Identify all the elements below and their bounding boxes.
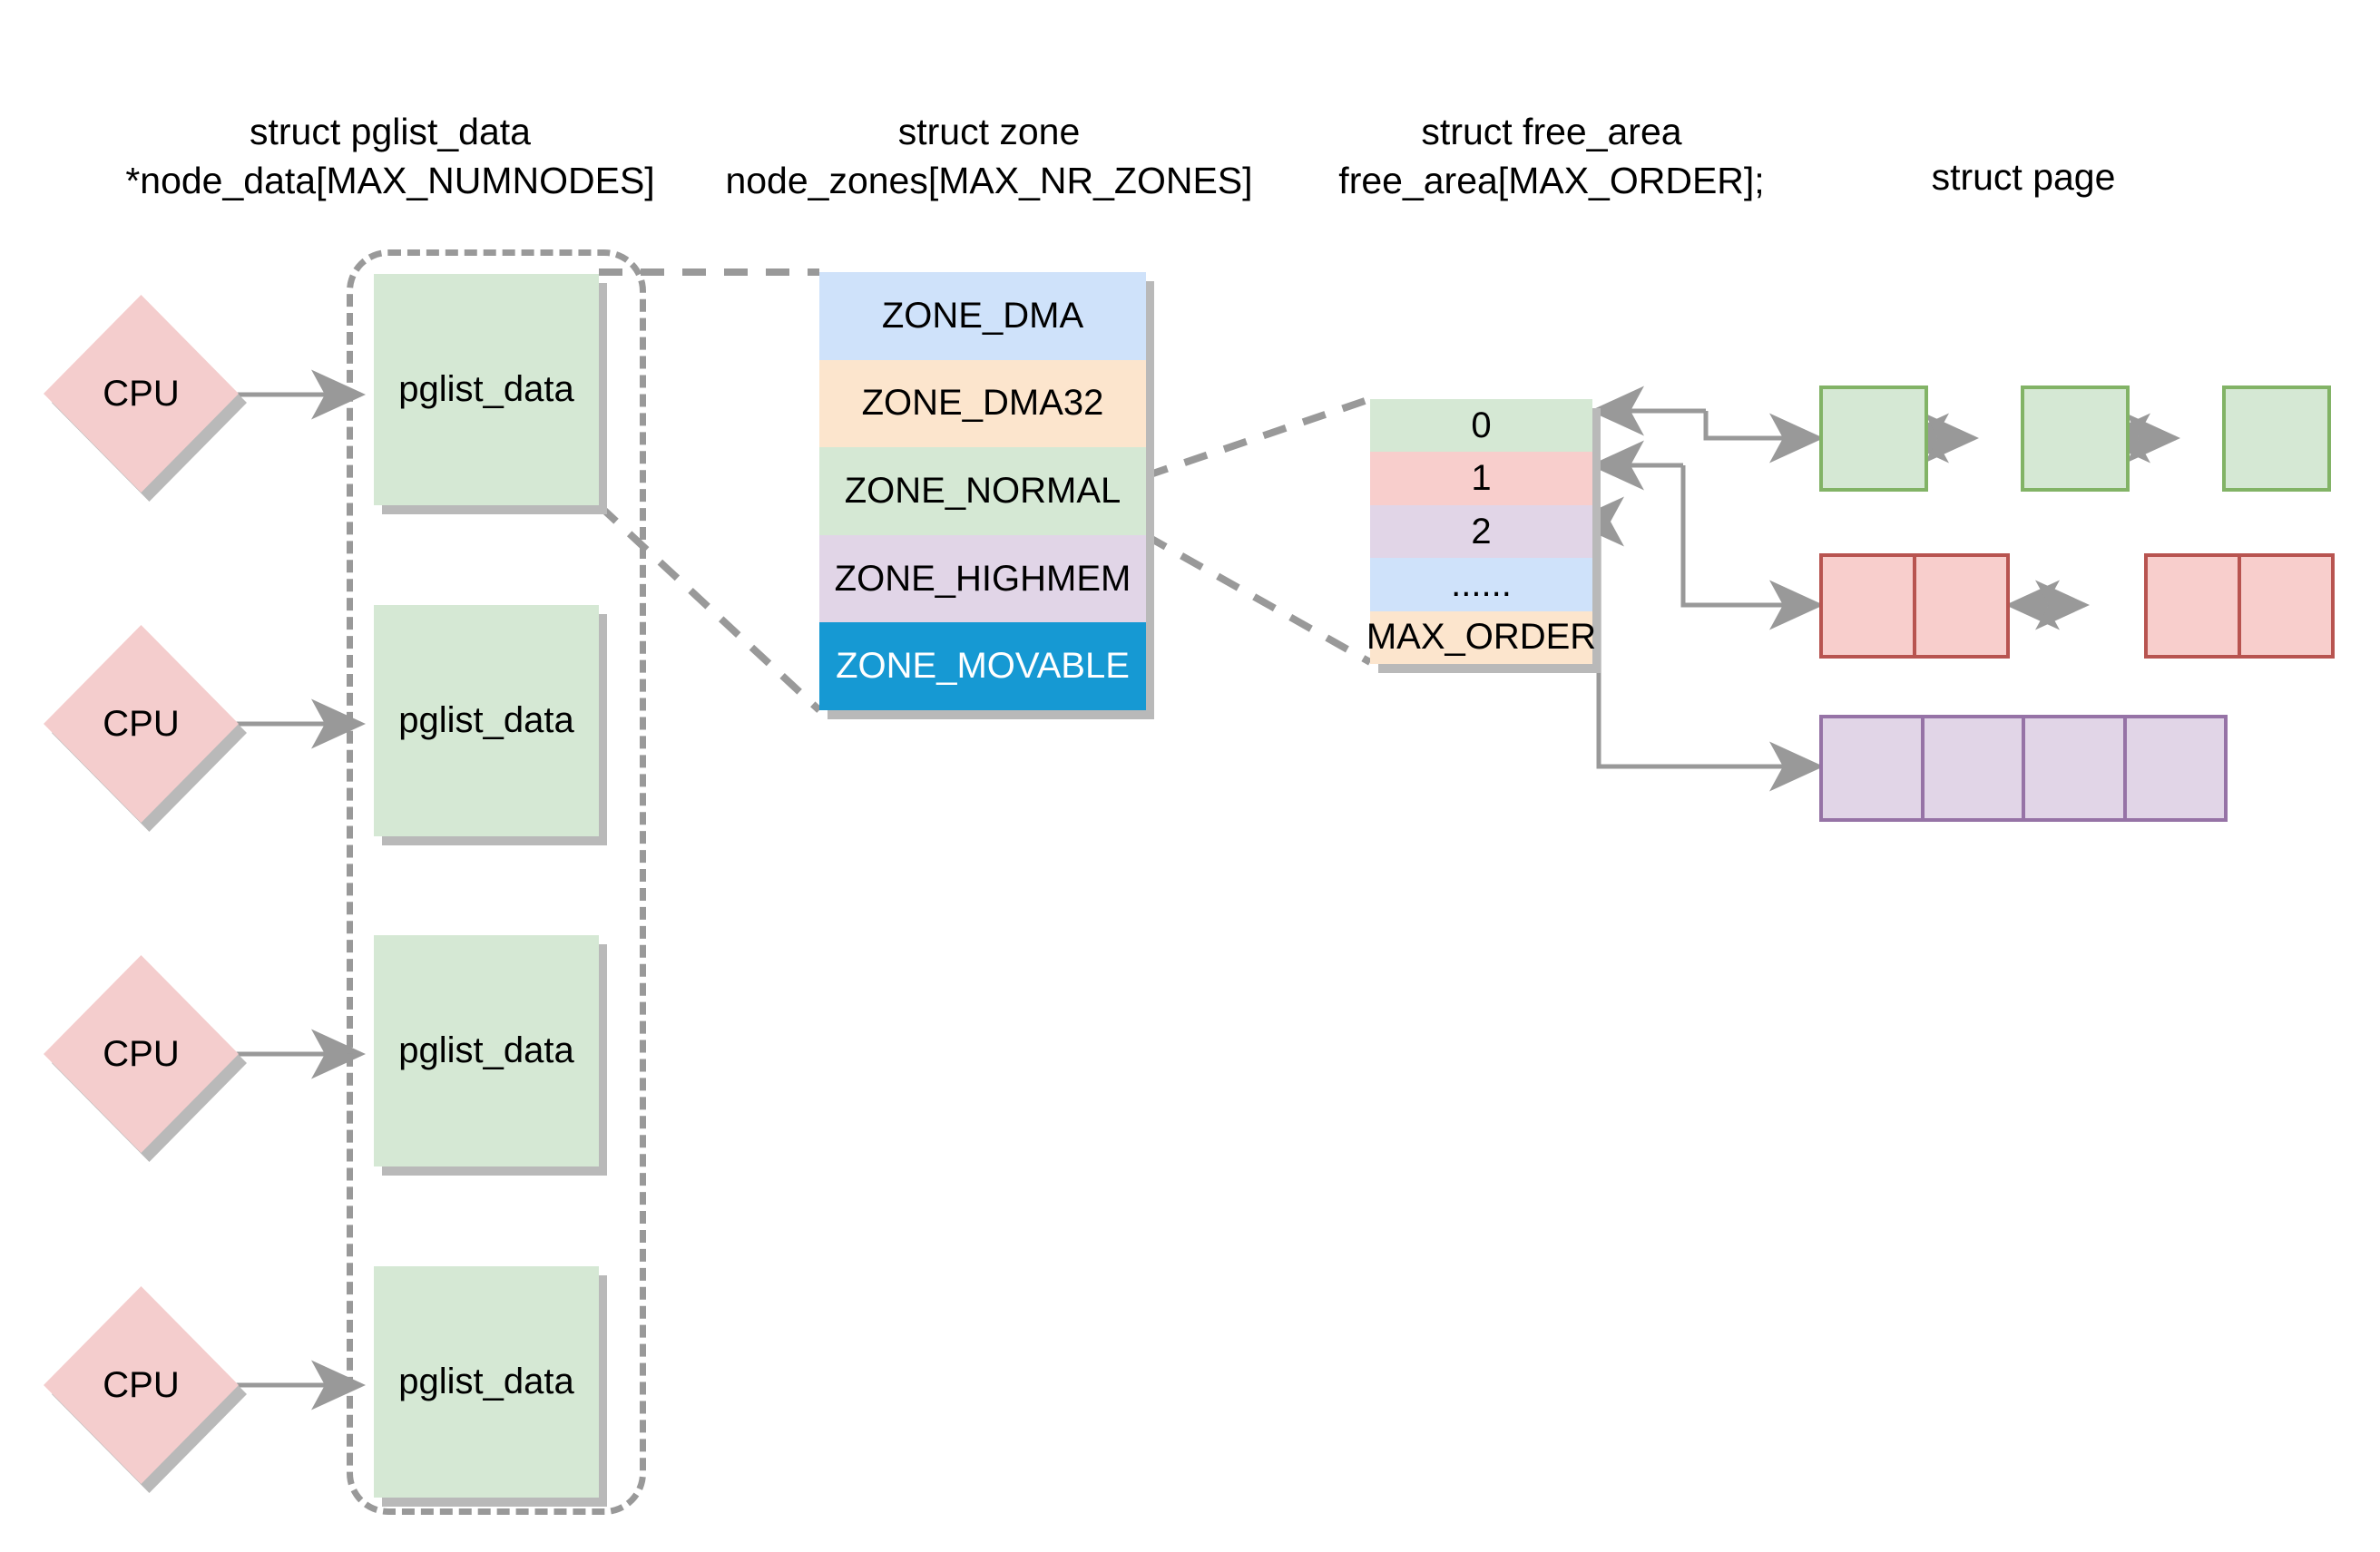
pglist-data-label: pglist_data xyxy=(398,700,574,740)
cpu-diamond: CPU xyxy=(44,955,239,1153)
page-block-order0-b[interactable] xyxy=(2021,386,2130,492)
zone-row-normal[interactable]: ZONE_NORMAL xyxy=(819,447,1146,535)
page-cell xyxy=(2024,389,2126,488)
cpu-label: CPU xyxy=(103,1033,180,1074)
expand-zone-freearea-top xyxy=(1143,395,1372,480)
pglist-data-node-1[interactable]: pglist_data xyxy=(374,274,607,514)
free-area-row-order-0[interactable]: 0 xyxy=(1370,399,1592,453)
zone-label: ZONE_HIGHMEM xyxy=(834,558,1131,599)
pglist-data-label: pglist_data xyxy=(398,1030,574,1070)
page-cell xyxy=(1823,389,1925,488)
page-cell xyxy=(2148,557,2238,655)
pglist-data-box: pglist_data xyxy=(374,274,599,505)
edge-order0-to-pages xyxy=(1703,411,1824,464)
expand-zone-freearea-bottom xyxy=(1143,532,1372,666)
free-area-stack-rows: 0 1 2 ...... MAX_ORDER xyxy=(1366,399,1596,665)
pglist-data-box: pglist_data xyxy=(374,605,599,836)
cpu-node-3[interactable]: CPU xyxy=(44,955,247,1162)
page-cell xyxy=(2238,557,2331,655)
zone-column-header: struct zone node_zones[MAX_NR_ZONES] xyxy=(725,111,1253,202)
page-block-order1-a[interactable] xyxy=(1819,553,2010,659)
pglist-column-header: struct pglist_data *node_data[MAX_NUMNOD… xyxy=(125,111,655,202)
node-data-group-container xyxy=(347,249,646,1515)
zone-label: ZONE_DMA xyxy=(881,295,1084,336)
cpu-diamond: CPU xyxy=(44,295,239,493)
free-area-row-ellipsis[interactable]: ...... xyxy=(1370,558,1592,611)
page-block-order0-c[interactable] xyxy=(2222,386,2331,492)
pglist-data-node-2[interactable]: pglist_data xyxy=(374,605,607,845)
free-area-row-max-order[interactable]: MAX_ORDER xyxy=(1366,610,1596,665)
zone-row-highmem[interactable]: ZONE_HIGHMEM xyxy=(819,534,1146,623)
page-cell xyxy=(1823,718,1921,818)
page-block-order0-a[interactable] xyxy=(1819,386,1928,492)
free-area-row-order-2[interactable]: 2 xyxy=(1370,504,1592,559)
free-area-order-label: 2 xyxy=(1471,511,1492,551)
zone-row-movable[interactable]: ZONE_MOVABLE xyxy=(819,622,1146,710)
pglist-data-box: pglist_data xyxy=(374,935,599,1166)
zone-label: ZONE_NORMAL xyxy=(844,470,1121,511)
page-cell xyxy=(1823,557,1913,655)
zone-row-dma32[interactable]: ZONE_DMA32 xyxy=(819,359,1146,448)
cpu-label: CPU xyxy=(103,373,180,414)
cpu-diamond: CPU xyxy=(44,625,239,823)
cpu-diamond: CPU xyxy=(44,1286,239,1484)
cpu-label: CPU xyxy=(103,703,180,744)
zone-label: ZONE_MOVABLE xyxy=(836,646,1130,687)
zone-stack[interactable]: ZONE_DMA ZONE_DMA32 ZONE_NORMAL ZONE_HIG… xyxy=(819,272,1154,719)
pglist-data-node-4[interactable]: pglist_data xyxy=(374,1266,607,1507)
free-area-stack[interactable]: 0 1 2 ...... MAX_ORDER xyxy=(1366,399,1601,673)
free-area-order-label: 0 xyxy=(1471,405,1492,445)
pglist-data-label: pglist_data xyxy=(398,369,574,409)
cpu-node-1[interactable]: CPU xyxy=(44,295,247,502)
page-block-order2-a[interactable] xyxy=(1819,715,2228,822)
pglist-data-node-3[interactable]: pglist_data xyxy=(374,935,607,1176)
cpu-label: CPU xyxy=(103,1364,180,1405)
free-area-row-order-1[interactable]: 1 xyxy=(1370,452,1592,505)
page-cell xyxy=(2226,389,2327,488)
page-cell xyxy=(2022,718,2123,818)
edge-order1-to-pages xyxy=(1680,465,1824,630)
zone-label: ZONE_DMA32 xyxy=(861,383,1104,424)
cpu-node-4[interactable]: CPU xyxy=(44,1286,247,1493)
free-area-order-label: MAX_ORDER xyxy=(1366,617,1597,658)
page-cell xyxy=(1913,557,2006,655)
page-cell xyxy=(2122,718,2225,818)
edge-order2-to-pages xyxy=(1596,522,1824,792)
zone-row-dma[interactable]: ZONE_DMA xyxy=(819,272,1146,360)
free-area-order-label: 1 xyxy=(1471,458,1492,499)
freearea-column-header: struct free_area free_area[MAX_ORDER]; xyxy=(1338,111,1765,202)
page-column-header: struct page xyxy=(1931,156,2116,198)
free-area-order-label: ...... xyxy=(1451,563,1512,604)
page-cell xyxy=(1920,718,2023,818)
cpu-node-2[interactable]: CPU xyxy=(44,625,247,832)
pglist-data-box: pglist_data xyxy=(374,1266,599,1498)
page-block-order1-b[interactable] xyxy=(2144,553,2335,659)
zone-stack-rows: ZONE_DMA ZONE_DMA32 ZONE_NORMAL ZONE_HIG… xyxy=(819,272,1146,710)
pglist-data-label: pglist_data xyxy=(398,1362,574,1401)
